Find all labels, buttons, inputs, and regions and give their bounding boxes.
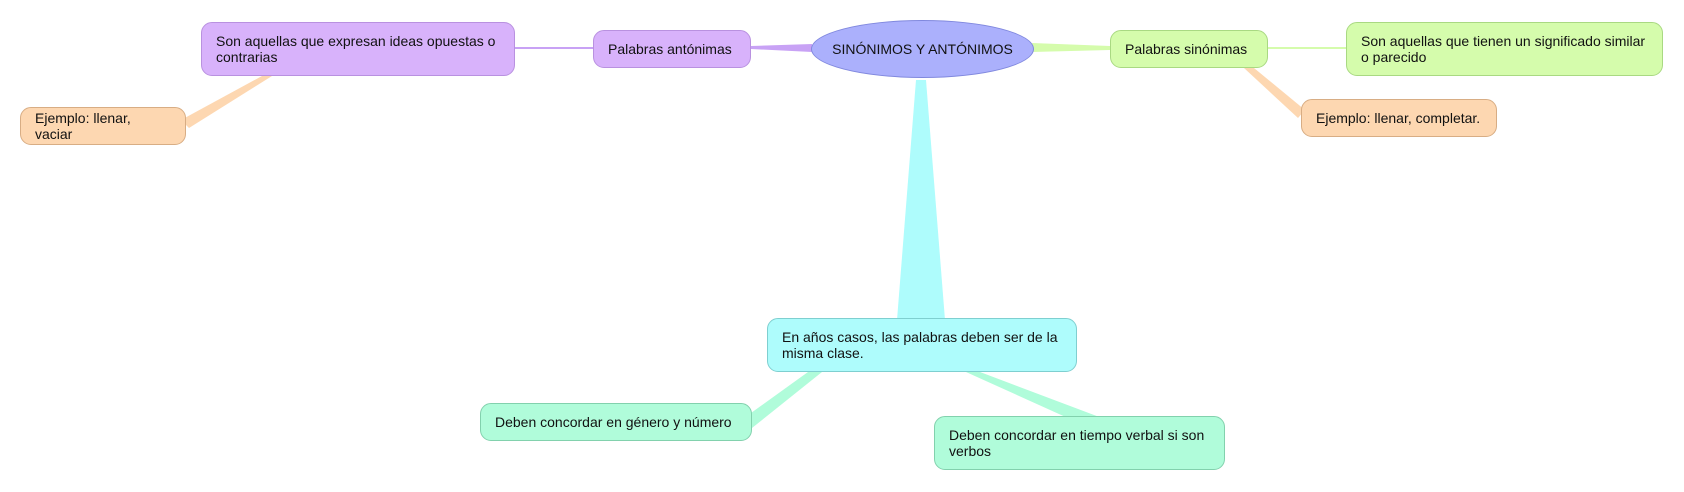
root-label: SINÓNIMOS Y ANTÓNIMOS xyxy=(832,41,1013,57)
verb-tense-text: Deben concordar en tiempo verbal si son … xyxy=(949,427,1205,459)
rule-text: En años casos, las palabras deben ser de… xyxy=(782,329,1058,361)
antonyms-definition: Son aquellas que expresan ideas opuestas… xyxy=(216,33,496,65)
antonyms-node[interactable]: Palabras antónimas xyxy=(593,30,751,68)
synonyms-example: Ejemplo: llenar, completar. xyxy=(1316,110,1481,126)
antonyms-example: Ejemplo: llenar, vaciar xyxy=(35,110,131,142)
synonyms-example-node[interactable]: Ejemplo: llenar, completar. xyxy=(1301,99,1497,137)
rule-node[interactable]: En años casos, las palabras deben ser de… xyxy=(767,318,1077,372)
connector-rule-verb xyxy=(966,372,1102,428)
gender-number-node[interactable]: Deben concordar en género y número xyxy=(480,403,752,441)
antonyms-definition-node[interactable]: Son aquellas que expresan ideas opuestas… xyxy=(201,22,515,76)
antonyms-title: Palabras antónimas xyxy=(608,41,732,57)
antonyms-example-node[interactable]: Ejemplo: llenar, vaciar xyxy=(20,107,186,145)
connector-root-antonyms xyxy=(751,44,812,52)
connector-root-synonyms xyxy=(1032,43,1110,52)
synonyms-node[interactable]: Palabras sinónimas xyxy=(1110,30,1268,68)
connector-synonyms-example xyxy=(1244,68,1305,118)
root-node[interactable]: SINÓNIMOS Y ANTÓNIMOS xyxy=(811,20,1034,78)
gender-number-text: Deben concordar en género y número xyxy=(495,414,732,430)
connector-rule-gender xyxy=(744,372,822,428)
synonyms-definition-node[interactable]: Son aquellas que tienen un significado s… xyxy=(1346,22,1663,76)
connector-antonyms-example xyxy=(181,76,272,128)
synonyms-definition: Son aquellas que tienen un significado s… xyxy=(1361,33,1646,65)
verb-tense-node[interactable]: Deben concordar en tiempo verbal si son … xyxy=(934,416,1225,470)
connector-root-rule xyxy=(897,80,945,320)
synonyms-title: Palabras sinónimas xyxy=(1125,41,1248,57)
